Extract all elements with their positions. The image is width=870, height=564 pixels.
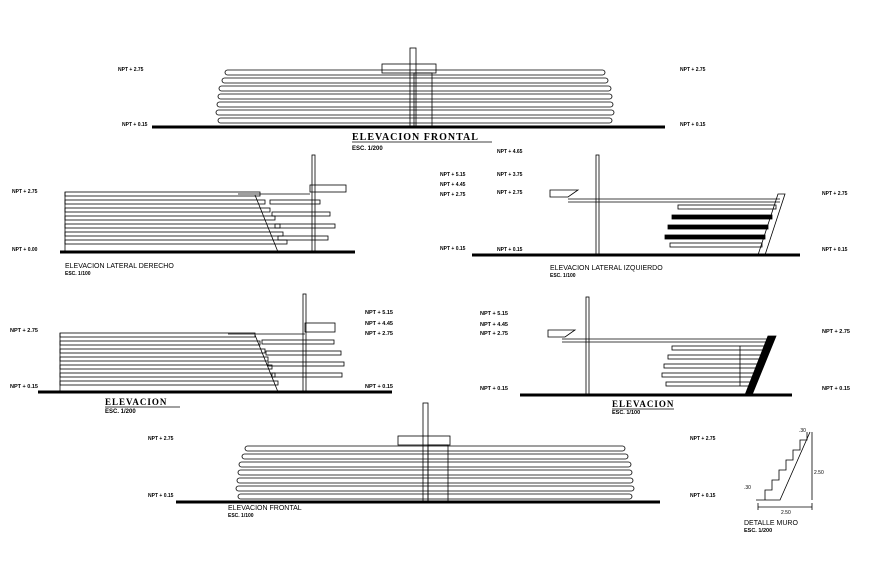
level-label: NPT + 4.65 <box>497 149 523 155</box>
level-label: NPT + 0.15 <box>680 122 706 128</box>
level-label: NPT + 5.15 <box>480 311 508 317</box>
level-label: NPT + 0.15 <box>690 493 716 499</box>
level-label: NPT + 2.75 <box>12 189 38 195</box>
level-label: NPT + 4.45 <box>365 321 393 327</box>
dimension-label: 2.50 <box>781 510 791 516</box>
level-label: NPT + 0.15 <box>822 247 848 253</box>
level-label: NPT + 0.15 <box>440 246 466 252</box>
level-label: NPT + 5.15 <box>365 310 393 316</box>
level-label: NPT + 0.15 <box>10 384 38 390</box>
drawing-scale: ESC. 1/200 <box>352 146 383 152</box>
drawing-title: ELEVACION FRONTAL <box>352 132 479 143</box>
level-label: NPT + 2.75 <box>118 67 144 73</box>
drawing-title: ELEVACION FRONTAL <box>228 505 302 512</box>
level-label: NPT + 2.75 <box>440 192 466 198</box>
level-label: NPT + 0.15 <box>148 493 174 499</box>
drawing-scale: ESC. 1/100 <box>550 273 576 279</box>
frontal-bottom-drawing: NPT + 2.75 NPT + 2.75 NPT + 0.15 NPT + 0… <box>148 402 716 519</box>
dimension-label: .30 <box>799 428 806 434</box>
drawing-title: ELEVACION LATERAL IZQUIERDO <box>550 265 663 272</box>
level-label: NPT + 2.75 <box>690 436 716 442</box>
level-label: NPT + 2.75 <box>680 67 706 73</box>
detalle-muro-drawing: 2.50 2.50 .30 .30 DETALLE MURO ESC. 1/20… <box>744 428 824 534</box>
level-label: NPT + 2.75 <box>148 436 174 442</box>
level-label: NPT + 0.15 <box>365 384 393 390</box>
frontal-top-drawing: NPT + 2.75 NPT + 2.75 NPT + 0.15 NPT + 0… <box>118 47 706 152</box>
level-label: NPT + 3.75 <box>497 172 523 178</box>
level-label: NPT + 2.75 <box>365 331 393 337</box>
level-label: NPT + 2.75 <box>10 328 38 334</box>
lateral-derecho-drawing: NPT + 2.75 NPT + 0.00 NPT + 5.15 NPT + 4… <box>12 154 466 277</box>
drawing-scale: ESC. 1/100 <box>228 513 254 519</box>
level-label: NPT + 4.45 <box>440 182 466 188</box>
level-label: NPT + 2.75 <box>822 329 850 335</box>
drawing-scale: ESC. 1/100 <box>612 410 640 416</box>
level-label: NPT + 2.75 <box>480 331 508 337</box>
level-label: NPT + 0.15 <box>122 122 148 128</box>
elevacion-right-drawing: NPT + 5.15 NPT + 4.45 NPT + 2.75 NPT + 0… <box>480 296 850 416</box>
level-label: NPT + 2.75 <box>822 191 848 197</box>
level-label: NPT + 5.15 <box>440 172 466 178</box>
drawing-title: ELEVACION <box>105 397 167 407</box>
level-label: NPT + 0.00 <box>12 247 38 253</box>
level-label: NPT + 0.15 <box>822 386 850 392</box>
level-label: NPT + 0.15 <box>480 386 508 392</box>
level-label: NPT + 0.15 <box>497 247 523 253</box>
dimension-label: 2.50 <box>814 470 824 476</box>
drawing-title: DETALLE MURO <box>744 520 798 527</box>
level-label: NPT + 4.45 <box>480 322 508 328</box>
drawing-scale: ESC. 1/200 <box>105 409 136 415</box>
drawing-scale: ESC. 1/100 <box>65 271 91 277</box>
dimension-label: .30 <box>744 485 751 491</box>
lateral-izquierdo-drawing: NPT + 4.65 NPT + 3.75 NPT + 2.75 NPT + 0… <box>472 149 848 279</box>
drawing-scale: ESC. 1/200 <box>744 528 772 534</box>
elevacion-left-drawing: NPT + 2.75 NPT + 0.15 NPT + 5.15 NPT + 4… <box>10 293 393 415</box>
level-label: NPT + 2.75 <box>497 190 523 196</box>
drawing-title: ELEVACION <box>612 399 674 409</box>
drawing-title: ELEVACION LATERAL DERECHO <box>65 263 174 270</box>
